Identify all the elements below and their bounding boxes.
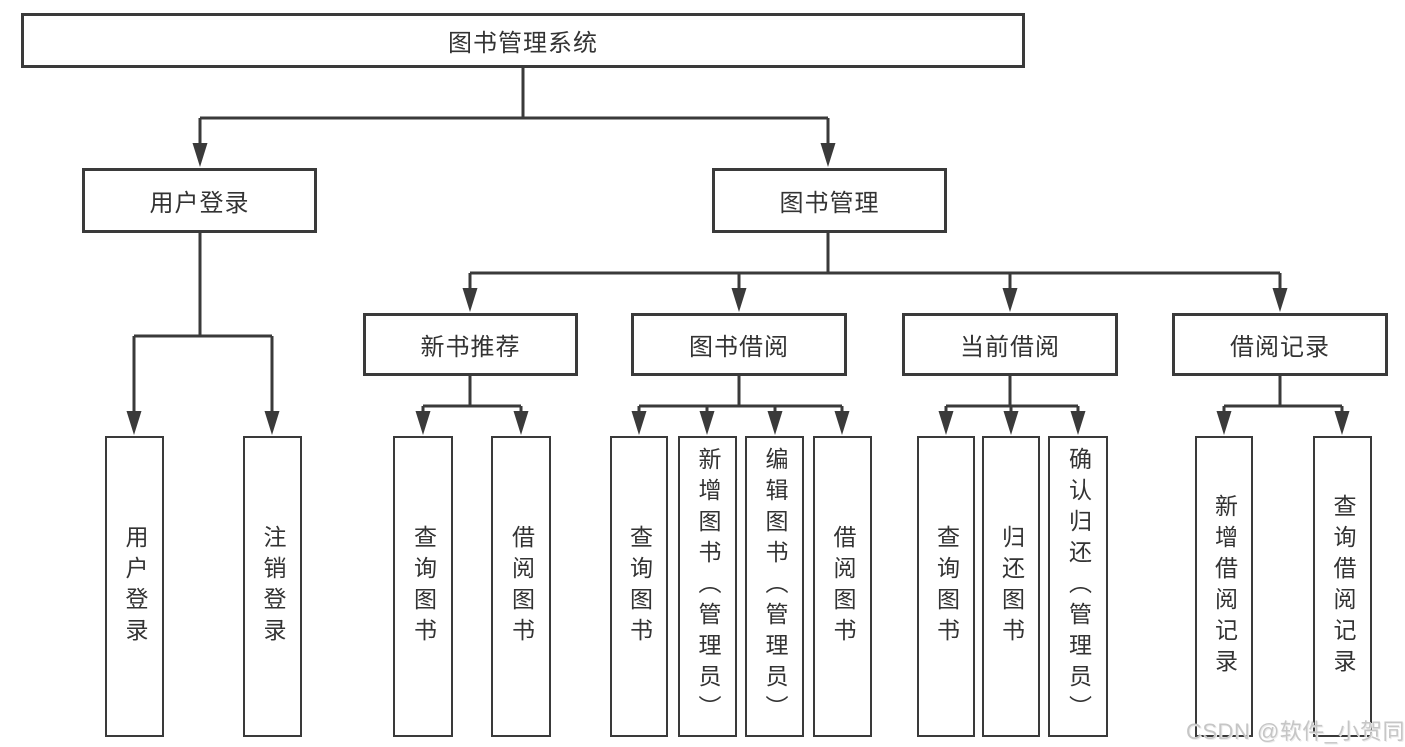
leaf-label: 编辑图书（管理员）	[762, 447, 788, 726]
node-borrow-records: 借阅记录	[1172, 313, 1388, 376]
leaf-label: 确认归还（管理员）	[1065, 447, 1092, 726]
leaf-recommend-borrow-book: 借阅图书	[491, 436, 551, 737]
leaf-label: 借阅图书	[508, 524, 535, 649]
node-label: 当前借阅	[960, 334, 1060, 361]
node-label: 图书管理系统	[448, 30, 598, 57]
leaf-label: 用户登录	[122, 524, 148, 649]
leaf-edit-book-admin: 编辑图书（管理员）	[745, 436, 804, 737]
leaf-confirm-return-admin: 确认归还（管理员）	[1048, 436, 1108, 737]
leaf-label: 查询图书	[933, 524, 960, 649]
node-label: 图书管理	[779, 190, 880, 217]
node-label: 图书借阅	[689, 334, 789, 361]
leaf-borrow-query-book: 查询图书	[610, 436, 668, 737]
node-library-management-system: 图书管理系统	[21, 13, 1025, 68]
leaf-borrow-book: 借阅图书	[813, 436, 872, 737]
node-book-management: 图书管理	[712, 168, 947, 233]
node-new-book-recommend: 新书推荐	[363, 313, 578, 376]
csdn-watermark: CSDN @软件_小贺同学	[1186, 719, 1405, 744]
leaf-label: 查询借阅记录	[1330, 493, 1356, 680]
node-label: 新书推荐	[420, 334, 521, 361]
leaf-logout: 注销登录	[243, 436, 302, 737]
node-book-borrow: 图书借阅	[631, 313, 847, 376]
leaf-return-book: 归还图书	[982, 436, 1040, 737]
leaf-label: 注销登录	[260, 524, 286, 649]
leaf-label: 归还图书	[998, 524, 1025, 649]
node-label: 用户登录	[149, 190, 250, 217]
leaf-label: 新增图书（管理员）	[695, 447, 721, 726]
leaf-add-borrow-record: 新增借阅记录	[1195, 436, 1253, 737]
leaf-add-book-admin: 新增图书（管理员）	[678, 436, 737, 737]
leaf-label: 查询图书	[626, 524, 653, 649]
leaf-label: 新增借阅记录	[1211, 493, 1238, 680]
leaf-label: 查询图书	[410, 524, 437, 649]
leaf-current-query-book: 查询图书	[917, 436, 975, 737]
leaf-user-login: 用户登录	[105, 436, 164, 737]
leaf-recommend-query-book: 查询图书	[393, 436, 453, 737]
leaf-query-borrow-record: 查询借阅记录	[1313, 436, 1372, 737]
node-user-login: 用户登录	[82, 168, 317, 233]
node-current-borrow: 当前借阅	[902, 313, 1118, 376]
node-label: 借阅记录	[1230, 334, 1330, 361]
leaf-label: 借阅图书	[830, 524, 856, 649]
